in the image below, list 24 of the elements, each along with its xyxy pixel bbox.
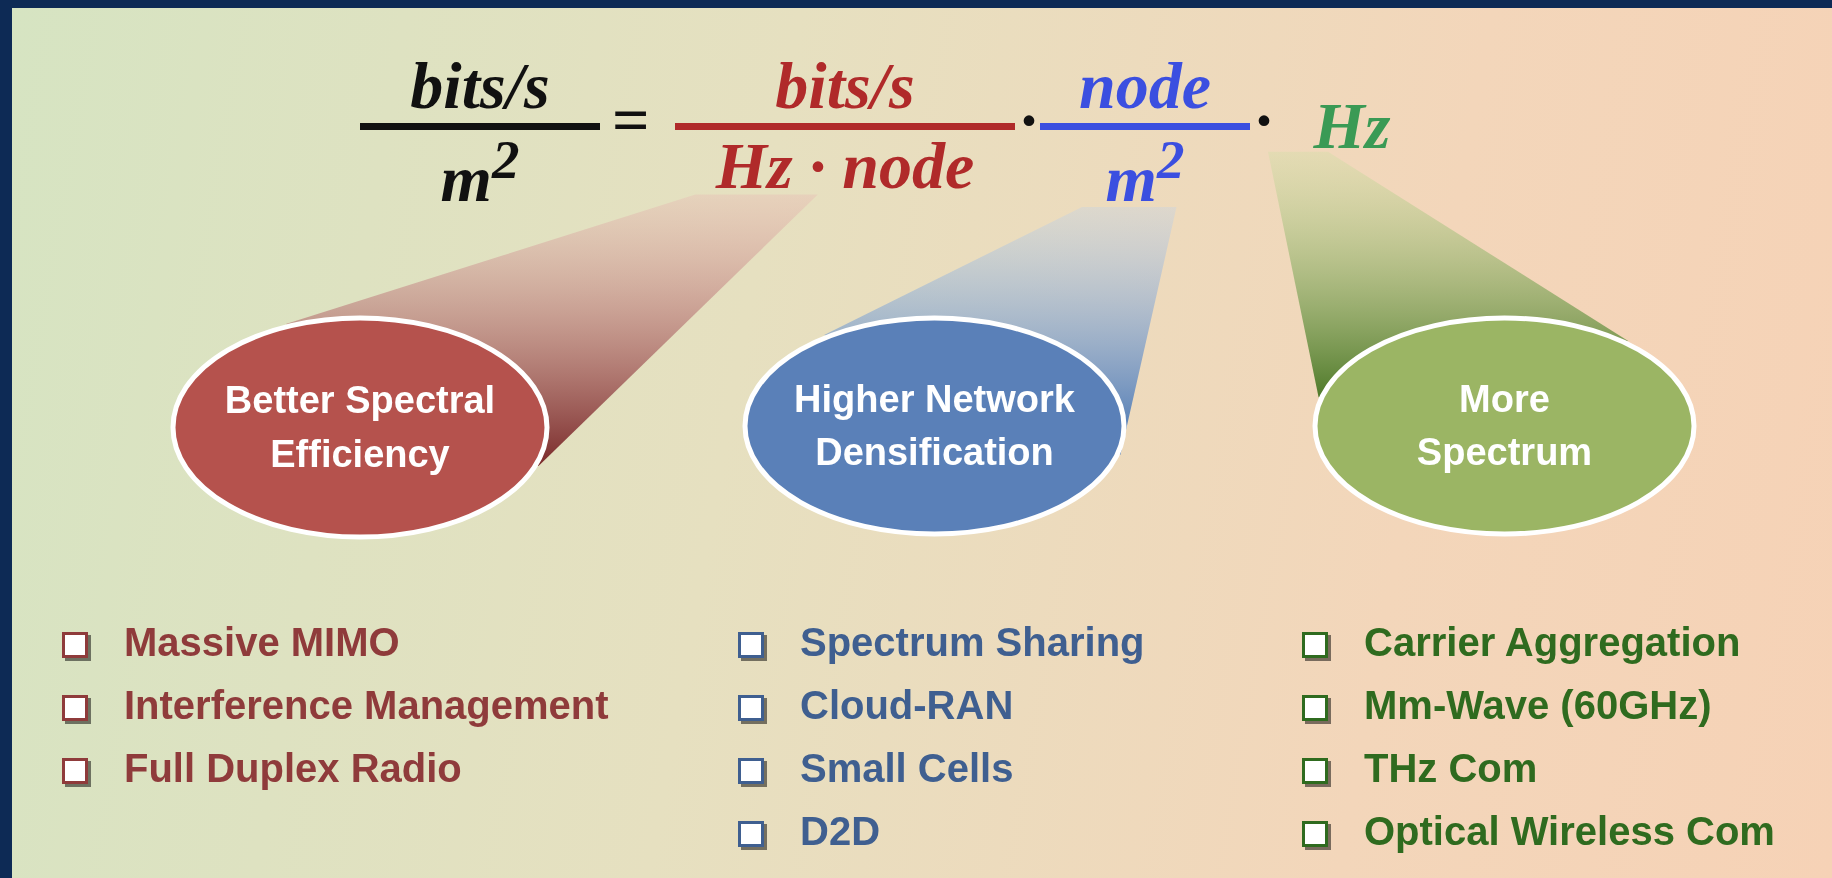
numerator-text: node [1078,50,1212,123]
ellipse-node: More Spectrum [1312,315,1697,537]
list-item: D2D [800,809,881,854]
ellipse-node: Higher Network Densification [742,315,1127,537]
formula-term: Hz [1292,90,1412,163]
list-item: Massive MIMO [124,620,400,665]
denominator-text: m$^{2}$ [1104,129,1186,216]
numerator-text: bits/s [409,50,551,123]
list-item: Optical Wireless Com [1364,809,1775,854]
formula-operator: = [612,82,650,158]
denominator-text: Hz · node [714,129,976,203]
list-item: Full Duplex Radio [124,746,462,791]
formula-operator: · [1253,82,1275,158]
list-item: Mm-Wave (60GHz) [1364,683,1712,728]
list-item: THz Com [1364,746,1538,791]
list-item: Interference Management [124,683,609,728]
list-item: Spectrum Sharing [800,620,1145,665]
numerator-text: bits/s [774,50,916,123]
list-item: Carrier Aggregation [1364,620,1741,665]
list-item: Small Cells [800,746,1014,791]
formula-operator: · [1018,82,1040,158]
list-item: Cloud-RAN [800,683,1014,728]
denominator-text: m$^{2}$ [439,129,521,216]
ellipse-node: Better Spectral Efficiency [170,315,550,540]
